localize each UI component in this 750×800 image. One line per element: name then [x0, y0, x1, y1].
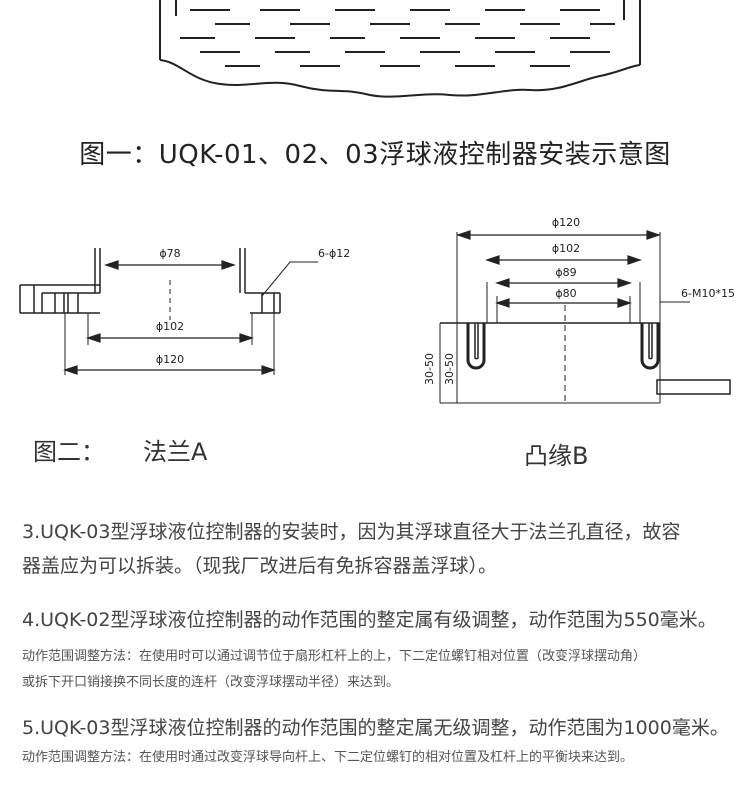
flange-a-holes-label: 6-ϕ12 — [318, 247, 350, 260]
note-5-method: 动作范围调整方法：在使用时通过改变浮球导向杆上、下二定位螺钉的相对位置及杠杆上的… — [22, 750, 634, 765]
boss-b-dimension-lines — [456, 230, 661, 308]
note-4-method-line-2: 或拆下开口销接换不同长度的连杆（改变浮球摆动半径）来达到。 — [22, 675, 400, 690]
note-4-main: 4.UQK-02型浮球液位控制器的动作范围的整定属有级调整，动作范围为550毫米… — [22, 609, 717, 631]
liquid-lines — [180, 9, 615, 67]
tank-drawing — [159, 0, 641, 98]
boss-b-dim-d1: ϕ120 — [552, 216, 580, 229]
boss-b-height-label-1: 30-50 — [423, 353, 436, 385]
boss-b-dim-d4: ϕ80 — [555, 287, 576, 300]
note-3-line-2: 器盖应为可以拆装。（现我厂改进后有免拆容器盖浮球）。 — [22, 555, 498, 577]
boss-b-holes-label: 6-M10*15 — [681, 287, 735, 300]
flange-a-dim-d3: ϕ120 — [156, 353, 184, 366]
note-5-main: 5.UQK-03型浮球液位控制器的动作范围的整定属无级调整，动作范围为1000毫… — [22, 717, 729, 739]
boss-b-dim-d3: ϕ89 — [555, 266, 576, 279]
boss-b-dim-d2: ϕ102 — [552, 242, 580, 255]
figure-2-caption-prefix: 图二： — [33, 438, 105, 466]
flange-a-drawing — [19, 248, 318, 375]
boss-b-drawing — [439, 232, 731, 404]
flange-a-dim-d2: ϕ102 — [156, 320, 184, 333]
boss-b-height-label-2: 30-50 — [443, 353, 456, 385]
boss-b-caption: 凸缘B — [524, 442, 589, 470]
flange-a-caption: 法兰A — [143, 438, 208, 466]
note-3-line-1: 3.UQK-03型浮球液位控制器的安装时，因为其浮球直径大于法兰孔直径，故容 — [22, 521, 681, 543]
note-4-method-line-1: 动作范围调整方法：在使用时可以通过调节位于扇形杠杆上的上，下二定位螺钉相对位置（… — [22, 649, 647, 664]
flange-a-dim-d1: ϕ78 — [159, 247, 180, 260]
figure-1-title: 图一：UQK-01、02、03浮球液控制器安装示意图 — [79, 140, 671, 170]
flange-a-dimension-lines — [63, 260, 276, 375]
